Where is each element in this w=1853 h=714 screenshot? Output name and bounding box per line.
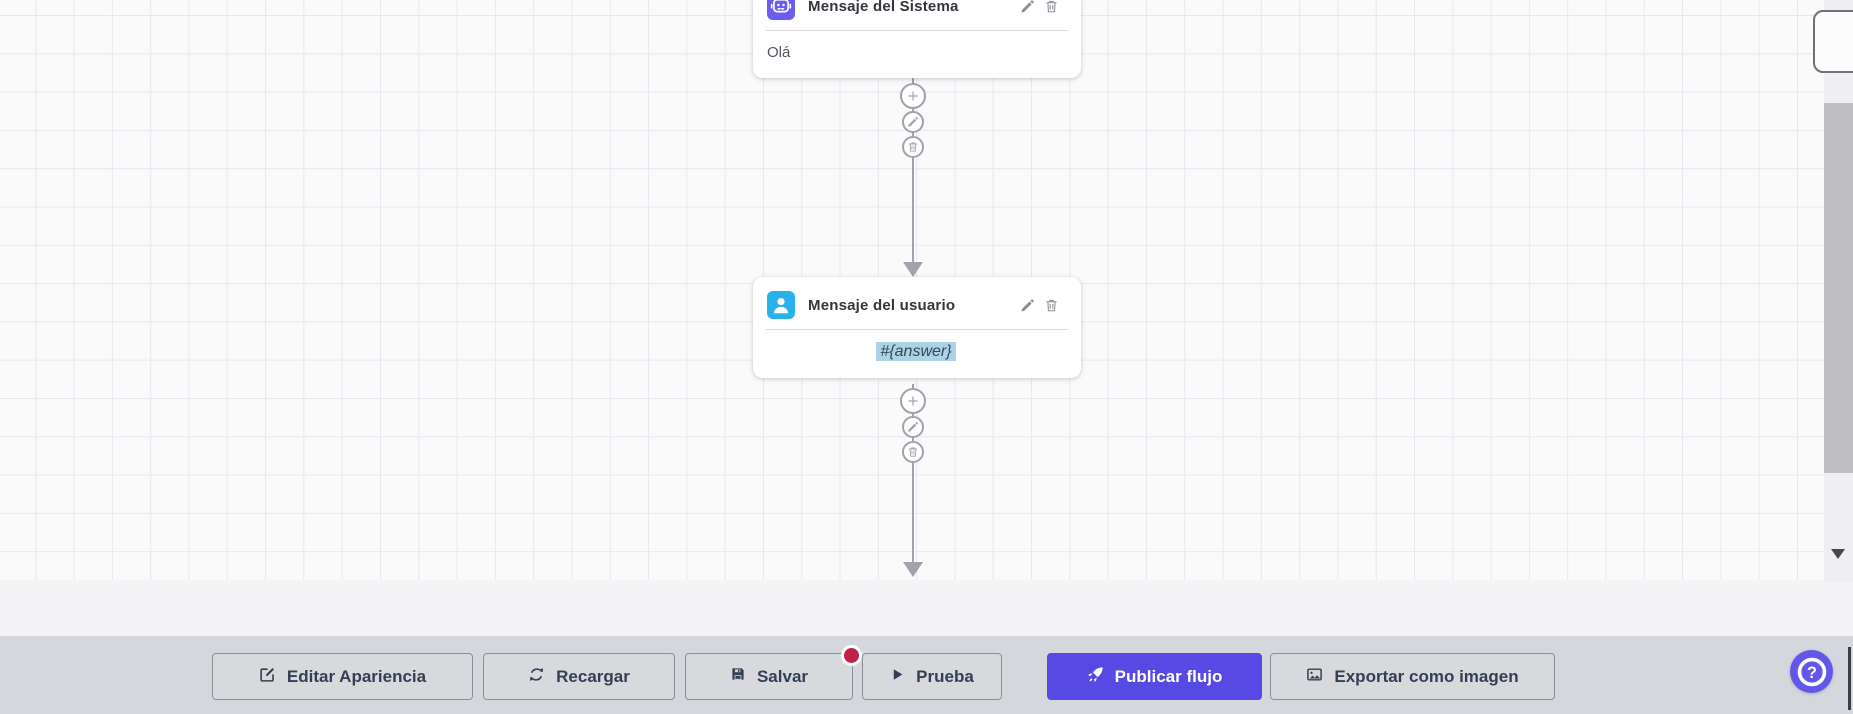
node-user-message[interactable]: Mensaje del usuario #{answe bbox=[753, 277, 1081, 378]
question-circle-icon bbox=[1797, 657, 1826, 686]
button-label: Editar Apariencia bbox=[286, 666, 427, 686]
footer-band bbox=[0, 580, 1853, 636]
divider bbox=[766, 329, 1068, 330]
rocket-icon bbox=[1087, 666, 1104, 688]
publish-flow-button[interactable]: Publicar flujo bbox=[1047, 653, 1262, 700]
pencil-icon[interactable] bbox=[1020, 298, 1035, 313]
connector-arrowhead-icon bbox=[903, 262, 923, 277]
reload-button[interactable]: Recargar bbox=[483, 653, 675, 700]
button-label: Salvar bbox=[756, 666, 809, 686]
robot-icon bbox=[767, 0, 795, 20]
play-icon bbox=[890, 667, 905, 687]
vertical-scrollbar[interactable] bbox=[1824, 0, 1853, 582]
edit-connection-button[interactable] bbox=[902, 111, 924, 133]
save-icon bbox=[730, 666, 746, 687]
button-label: Publicar flujo bbox=[1114, 666, 1223, 686]
save-button[interactable]: Salvar bbox=[685, 653, 853, 700]
connector-line bbox=[912, 384, 914, 562]
question-glyph: ? bbox=[1807, 663, 1817, 681]
edit-connection-button[interactable] bbox=[902, 416, 924, 438]
edit-appearance-button[interactable]: Editar Apariencia bbox=[212, 653, 473, 700]
window-edge-bar bbox=[1848, 647, 1851, 710]
add-node-button[interactable] bbox=[900, 388, 926, 414]
node-body-text: #{answer} bbox=[753, 330, 1081, 378]
unsaved-badge bbox=[841, 645, 862, 666]
node-system-message[interactable]: Mensaje del Sistema Olá bbox=[753, 0, 1081, 78]
pencil-icon[interactable] bbox=[1020, 0, 1035, 14]
node-title: Mensaje del Sistema bbox=[808, 0, 959, 15]
user-icon bbox=[767, 291, 795, 319]
divider bbox=[766, 30, 1068, 31]
edit-square-icon bbox=[259, 666, 276, 688]
connector-line bbox=[912, 70, 914, 263]
help-button[interactable]: ? bbox=[1790, 650, 1833, 693]
test-button[interactable]: Prueba bbox=[862, 653, 1002, 700]
node-title: Mensaje del usuario bbox=[808, 296, 956, 314]
flow-canvas[interactable]: Mensaje del Sistema Olá bbox=[0, 0, 1853, 580]
button-label: Recargar bbox=[556, 666, 630, 686]
scroll-down-arrow-icon[interactable] bbox=[1831, 549, 1845, 559]
delete-connection-button[interactable] bbox=[902, 441, 924, 463]
add-node-button[interactable] bbox=[900, 83, 926, 109]
trash-icon[interactable] bbox=[1044, 0, 1059, 14]
trash-icon[interactable] bbox=[1044, 298, 1059, 313]
node-body-text: Olá bbox=[767, 44, 791, 61]
node-header: Mensaje del Sistema bbox=[753, 0, 1081, 30]
button-label: Exportar como imagen bbox=[1334, 666, 1519, 686]
delete-connection-button[interactable] bbox=[902, 136, 924, 158]
connector-arrowhead-icon bbox=[903, 562, 923, 577]
variable-chip[interactable]: #{answer} bbox=[876, 342, 956, 361]
scrollbar-thumb[interactable] bbox=[1824, 103, 1853, 473]
button-label: Prueba bbox=[916, 666, 974, 686]
node-header: Mensaje del usuario bbox=[753, 277, 1081, 329]
cutoff-side-panel bbox=[1813, 10, 1853, 73]
refresh-icon bbox=[528, 666, 545, 688]
export-image-button[interactable]: Exportar como imagen bbox=[1270, 653, 1555, 700]
image-icon bbox=[1306, 666, 1323, 688]
bottom-toolbar: Editar Apariencia Recargar bbox=[0, 636, 1853, 714]
